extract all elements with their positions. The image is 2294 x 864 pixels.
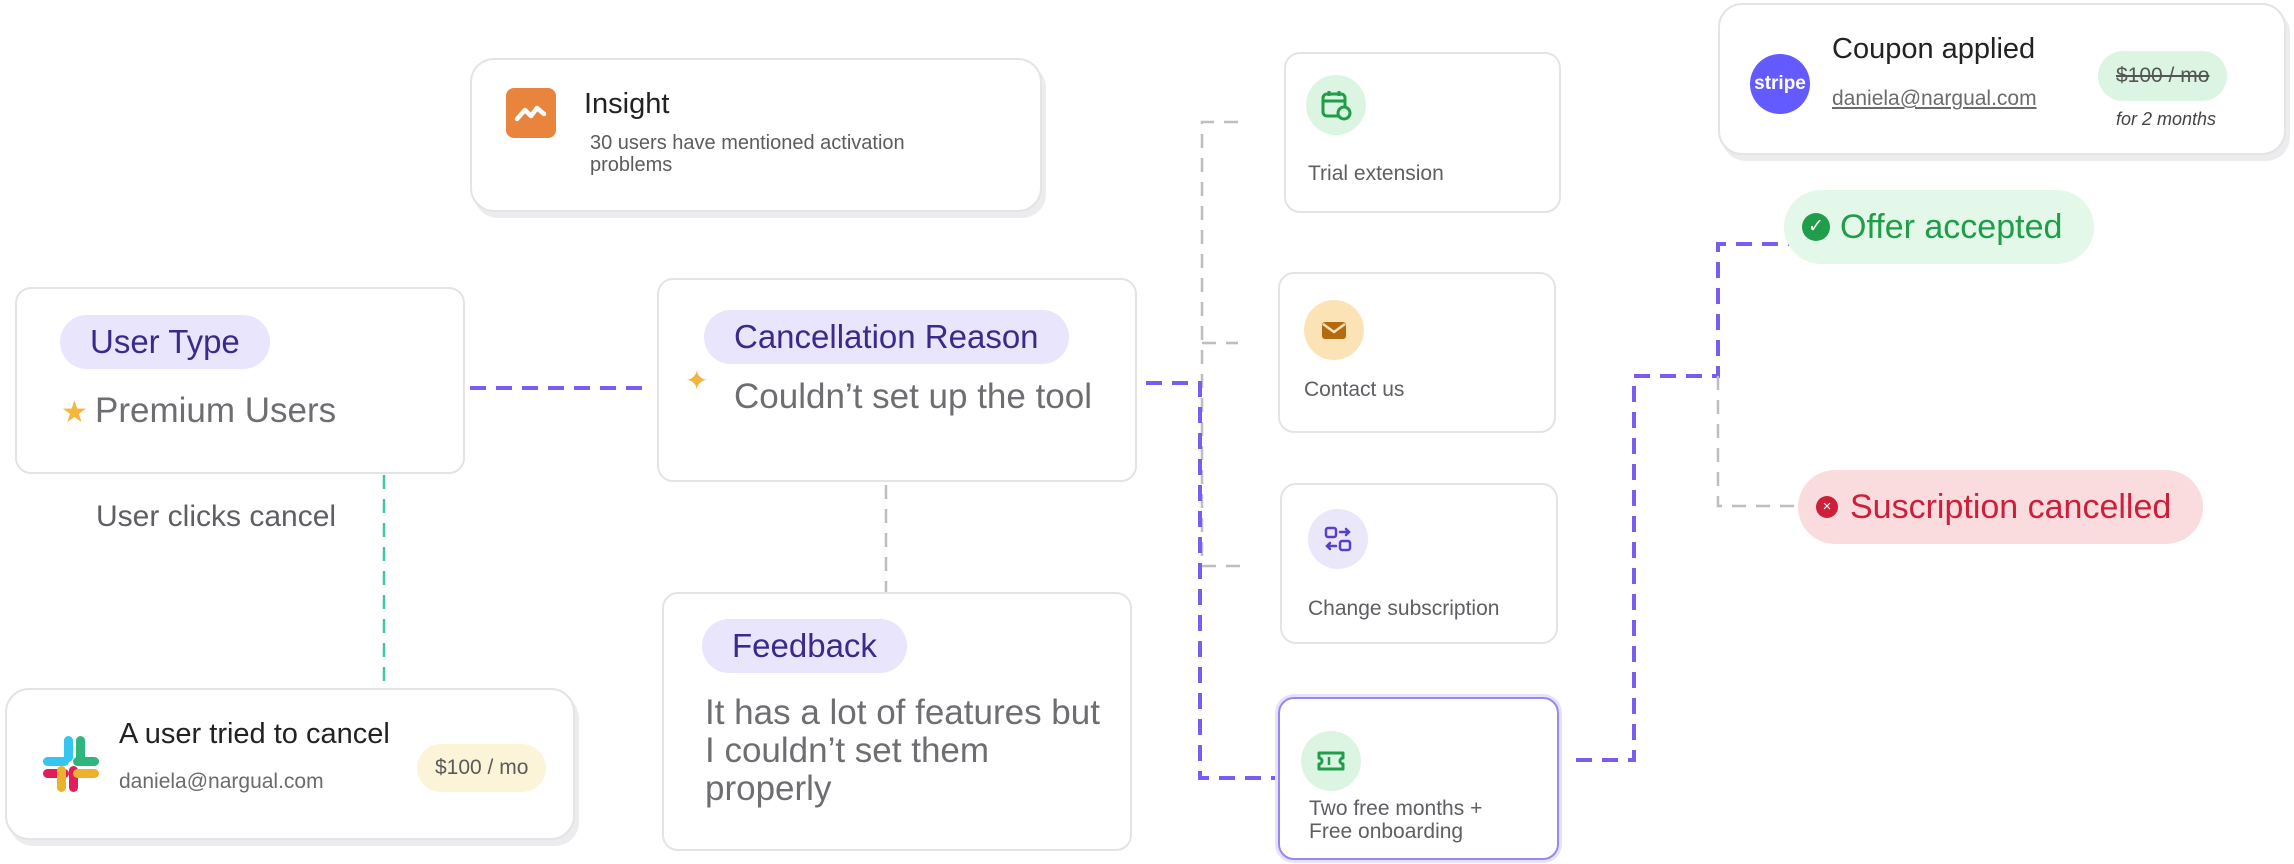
coupon-old-price-badge: $100 / mo: [2098, 51, 2228, 101]
connector-offer-accepted: [1576, 242, 1790, 762]
coupon-title: Coupon applied: [1832, 33, 2036, 65]
coupon-email[interactable]: daniela@nargual.com: [1832, 87, 2037, 110]
check-circle-icon: ✓: [1802, 213, 1830, 241]
cancel-event-card: A user tried to cancel daniela@nargual.c…: [5, 688, 575, 840]
offer-accepted-label: Offer accepted: [1840, 207, 2063, 246]
feedback-value: It has a lot of features but I couldn’t …: [705, 693, 1100, 808]
coupon-card: stripe Coupon applied daniela@nargual.co…: [1718, 3, 2286, 155]
option-label: Contact us: [1304, 378, 1405, 401]
slack-icon: [39, 732, 103, 796]
insight-text: 30 users have mentioned activation probl…: [590, 132, 905, 176]
connector-options-trunk: [1200, 120, 1240, 568]
cancellation-reason-card: Cancellation Reason ✦ Couldn’t set up th…: [657, 278, 1137, 482]
connector-offer-cancelled: [1716, 376, 1800, 508]
user-type-value: Premium Users: [95, 391, 337, 430]
feedback-pill: Feedback: [702, 619, 907, 673]
subscription-cancelled-label: Suscription cancelled: [1850, 487, 2172, 526]
option-free-months-selected[interactable]: Two free months + Free onboarding: [1278, 697, 1559, 860]
envelope-icon: [1304, 300, 1364, 360]
stripe-logo: stripe: [1750, 54, 1810, 114]
ticket-icon: [1301, 731, 1361, 791]
offer-accepted-badge: ✓ Offer accepted: [1784, 190, 2095, 264]
cancel-event-email: daniela@nargual.com: [119, 770, 324, 793]
star-icon: ★: [61, 396, 88, 429]
option-contact-us[interactable]: Contact us: [1278, 272, 1556, 433]
option-label: Change subscription: [1308, 597, 1500, 620]
user-type-pill: User Type: [60, 315, 270, 369]
cancel-event-price-badge: $100 / mo: [417, 744, 547, 792]
insight-title: Insight: [584, 88, 670, 120]
option-trial-extension[interactable]: Trial extension: [1284, 52, 1561, 213]
cancellation-reason-pill: Cancellation Reason: [704, 310, 1069, 364]
option-label: Two free months + Free onboarding: [1309, 797, 1483, 843]
user-type-card: User Type ★ Premium Users: [15, 287, 465, 474]
cancellation-reason-value: Couldn’t set up the tool: [734, 377, 1093, 416]
insight-card: Insight 30 users have mentioned activati…: [470, 58, 1042, 212]
switch-icon: [1308, 509, 1368, 569]
calendar-clock-icon: [1306, 75, 1366, 135]
option-change-subscription[interactable]: Change subscription: [1280, 483, 1558, 644]
cancel-event-title: A user tried to cancel: [119, 718, 390, 750]
option-label: Trial extension: [1308, 162, 1444, 185]
feedback-card: Feedback It has a lot of features but I …: [662, 592, 1132, 851]
subscription-cancelled-badge: × Suscription cancelled: [1798, 470, 2204, 544]
sparkles-icon: ✦: [685, 365, 709, 396]
connector-reason-offer: [1146, 381, 1276, 780]
coupon-duration: for 2 months: [2116, 109, 2217, 129]
x-circle-icon: ×: [1816, 496, 1838, 518]
user-clicks-cancel-label: User clicks cancel: [96, 500, 337, 533]
insight-icon: [506, 88, 556, 138]
